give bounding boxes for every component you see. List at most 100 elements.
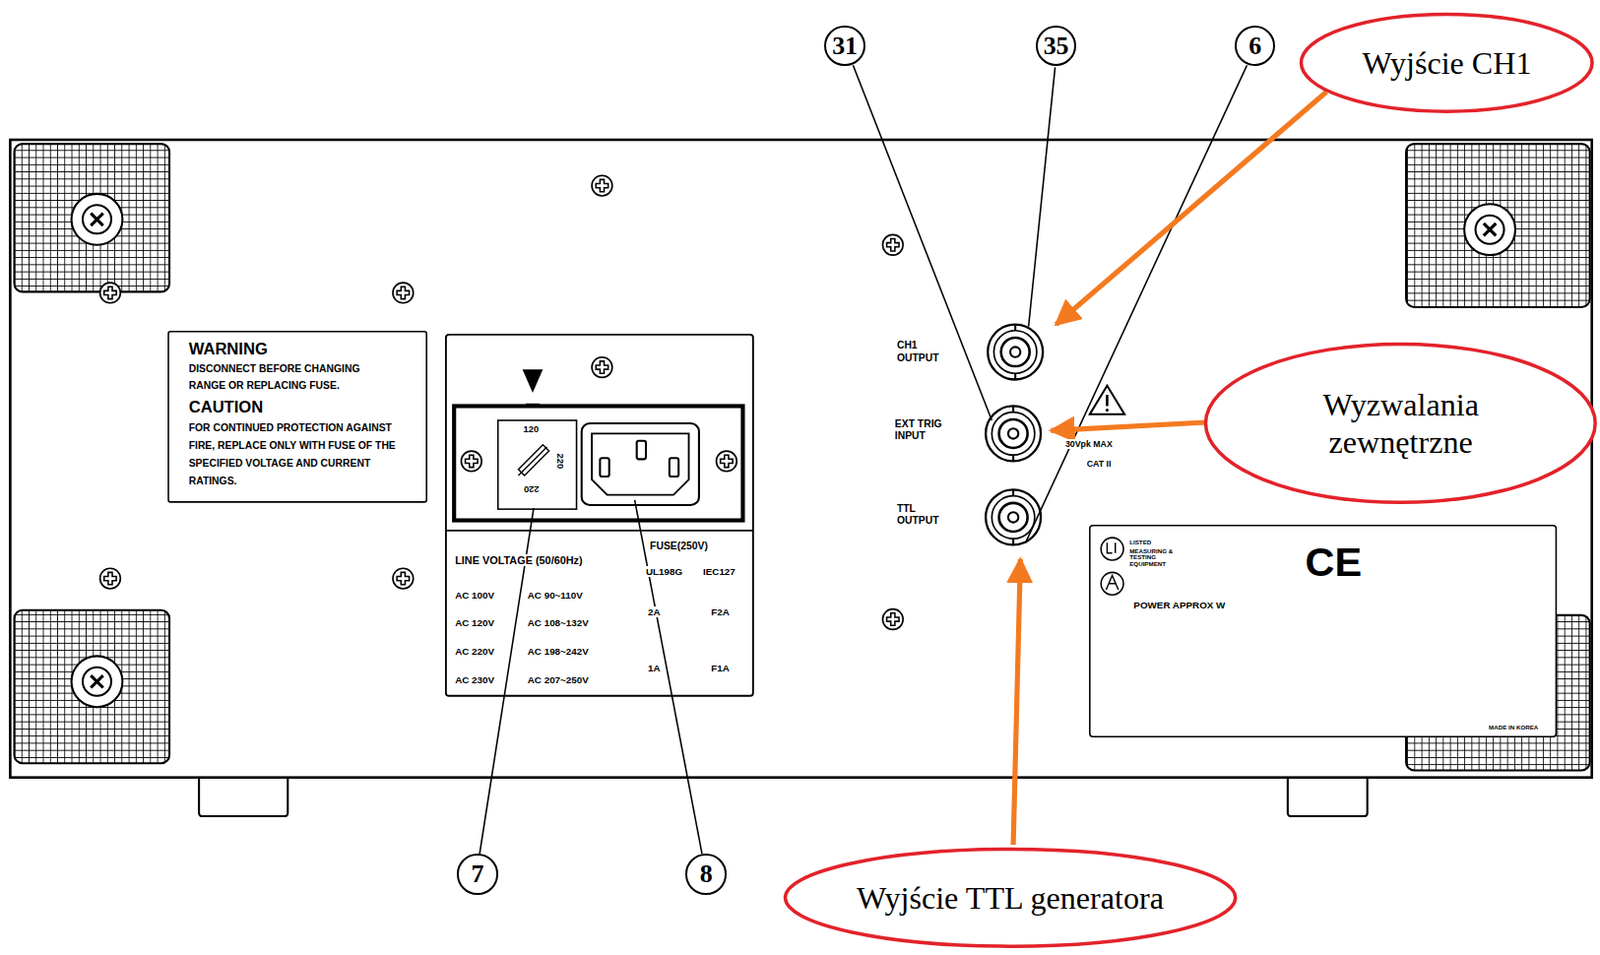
certification-text: MEASURING & TESTING EQUIPMENT (1128, 548, 1182, 569)
corner-bumper (14, 143, 171, 292)
callout-number: 6 (1234, 25, 1276, 66)
fuse-drawer (498, 420, 577, 510)
ellipse-outline (784, 849, 1235, 948)
callout-number: 8 (685, 853, 726, 895)
table-header: FUSE(250V) (648, 540, 709, 553)
table-cell: 1A (646, 662, 662, 674)
ellipse-outline (1301, 14, 1594, 113)
table-cell: AC 207~250V (526, 674, 590, 686)
voltage-setting: 220 (522, 483, 541, 495)
screw (716, 450, 738, 472)
table-rule (446, 529, 754, 532)
table-cell: F2A (709, 606, 731, 618)
pointer-arrow (1056, 91, 1328, 324)
connector-name: EXT TRIG INPUT (894, 418, 958, 444)
voltage-setting: 220 (554, 452, 566, 471)
bnc-connector (985, 405, 1041, 461)
ellipse-outline (1206, 344, 1597, 504)
table-header: IEC127 (702, 566, 737, 577)
table-cell: AC 120V (453, 617, 496, 629)
callout-text: Wyzwalania zewnętrzne (1268, 385, 1534, 462)
connector-name: CH1 OUTPUT (896, 339, 952, 365)
voltage-setting: 120 (522, 424, 541, 436)
table-header: LINE VOLTAGE (50/60Hz) (453, 554, 584, 568)
screw (460, 450, 482, 472)
table-cell: AC 90~110V (526, 589, 584, 601)
input-rating: CAT II (1086, 458, 1113, 469)
callout-number: 7 (456, 853, 498, 895)
leader-line (1025, 64, 1248, 543)
connector-name: TTL OUTPUT (896, 503, 952, 528)
table-cell: AC 198~242V (526, 645, 590, 657)
fuse-symbol (517, 445, 549, 476)
certification-logo (1100, 537, 1124, 561)
callout-ellipse: Wyjście CH1 (1298, 11, 1596, 115)
pointer-arrow (1050, 421, 1224, 431)
ellipse-outline (1203, 341, 1599, 506)
table-cell: F1A (709, 662, 731, 674)
input-rating: 30Vpk MAX (1064, 439, 1114, 449)
corner-bumper (14, 610, 171, 764)
table-cell: AC 230V (453, 674, 496, 686)
origin-mark: MADE IN KOREA (1487, 723, 1539, 731)
screw (591, 175, 613, 196)
warning-text: DISCONNECT BEFORE CHANGING RANGE OR REPL… (188, 360, 399, 394)
panel-outline (9, 139, 1592, 778)
callout-number-text: 31 (832, 33, 858, 60)
bumper-screw (1464, 203, 1516, 256)
caution-mark (1105, 394, 1109, 406)
certification-logo (1106, 542, 1115, 553)
leader-line (635, 500, 703, 855)
warning-heading: WARNING (188, 339, 269, 359)
screw (882, 609, 903, 631)
callout-text: Wyjście TTL generatora (856, 879, 1164, 918)
foot (1287, 775, 1368, 817)
socket-pin (599, 457, 609, 477)
caution-triangle (1089, 385, 1125, 415)
table-cell: AC 220V (453, 645, 496, 657)
callout-number-text: 6 (1248, 33, 1262, 60)
power-module (453, 405, 743, 520)
table-header: UL198G (644, 566, 684, 577)
table-cell: 2A (646, 606, 662, 618)
callout-number-text: 35 (1043, 33, 1070, 60)
callout-number: 35 (1035, 25, 1077, 66)
table-cell: AC 108~132V (526, 617, 590, 629)
bumper-screw (71, 193, 124, 246)
certification-logo (1105, 575, 1118, 590)
callout-ellipse: Wyzwalania zewnętrzne (1203, 341, 1599, 506)
power-panel (446, 334, 754, 697)
callout-number: 31 (824, 25, 865, 66)
certification-text: LISTED (1128, 538, 1152, 546)
certification-logo (1100, 572, 1124, 595)
warning-plate (168, 331, 427, 503)
socket-pin (637, 441, 646, 460)
caution-text: FOR CONTINUED PROTECTION AGAINST FIRE, R… (188, 419, 399, 492)
pointer-arrow (1013, 559, 1021, 845)
callout-number-text: 8 (700, 861, 713, 888)
bnc-connector (985, 489, 1041, 545)
corner-bumper (1406, 143, 1591, 308)
screw (392, 568, 414, 589)
iec-socket-inner (591, 433, 689, 495)
socket-pin (669, 457, 679, 477)
bumper-screw (71, 655, 124, 707)
ce-mark: CE (1303, 538, 1363, 586)
rating-plate (1089, 525, 1557, 738)
screw (882, 234, 903, 256)
screw (100, 282, 122, 304)
table-cell: AC 100V (453, 589, 496, 601)
foot (198, 775, 288, 817)
selector-arrow (522, 369, 544, 393)
callout-text: Wyjście CH1 (1362, 44, 1533, 83)
leader-line (852, 64, 992, 421)
callout-number-text: 7 (471, 861, 485, 888)
caution-heading: CAUTION (188, 397, 265, 417)
bnc-connector (987, 324, 1043, 381)
screw (100, 568, 122, 589)
screw (591, 357, 613, 379)
screw (392, 282, 414, 304)
iec-socket (581, 423, 700, 506)
callout-ellipse: Wyjście TTL generatora (782, 846, 1238, 950)
